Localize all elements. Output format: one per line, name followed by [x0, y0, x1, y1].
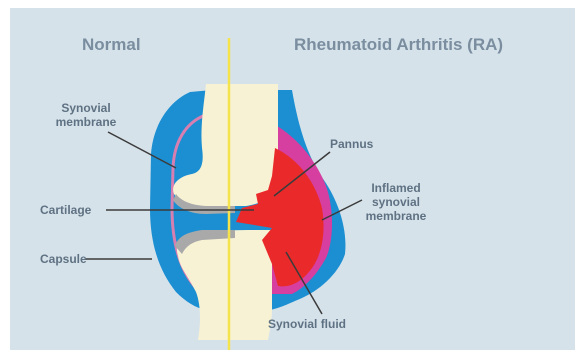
diagram-panel: Normal Rheumatoid Arthritis (RA) Synovia… — [10, 8, 575, 350]
label-inflamed-line2: synovial — [372, 195, 420, 209]
label-cartilage: Cartilage — [40, 203, 92, 217]
label-synovial-fluid: Synovial fluid — [268, 317, 346, 331]
label-pannus: Pannus — [330, 137, 374, 151]
label-synovial-membrane-line2: membrane — [56, 115, 117, 129]
joint-diagram: Normal Rheumatoid Arthritis (RA) Synovia… — [10, 8, 575, 350]
label-synovial-membrane-line1: Synovial — [61, 101, 110, 115]
heading-normal: Normal — [82, 35, 141, 54]
label-capsule: Capsule — [40, 252, 87, 266]
label-inflamed-line1: Inflamed — [371, 181, 420, 195]
heading-rheumatoid-arthritis: Rheumatoid Arthritis (RA) — [294, 35, 503, 54]
label-inflamed-line3: membrane — [366, 209, 427, 223]
